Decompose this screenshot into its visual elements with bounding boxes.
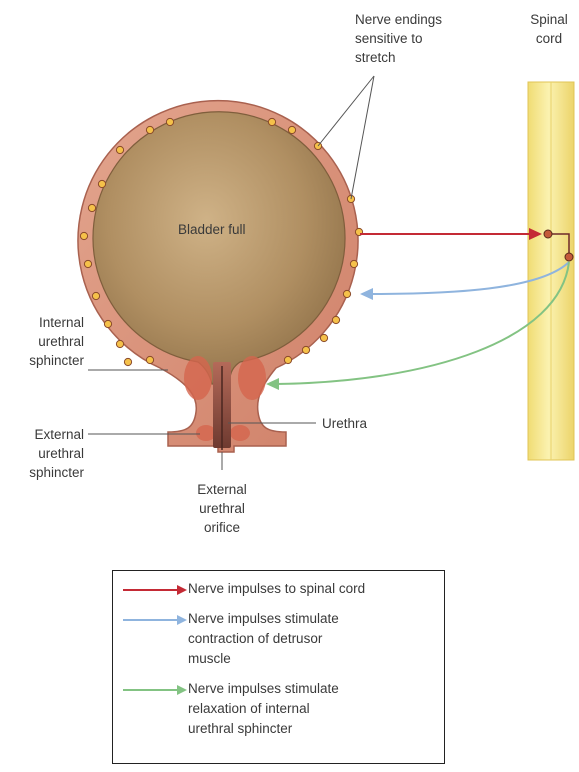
- bladder-label: Bladder full: [178, 220, 246, 239]
- nerve-ending-marker: [284, 356, 291, 363]
- nerve-ending-marker: [332, 316, 339, 323]
- nerve-ending-marker: [116, 340, 123, 347]
- legend-arrow-head: [177, 615, 187, 625]
- nerve-ending-marker: [343, 290, 350, 297]
- legend: Nerve impulses to spinal cord Nerve impu…: [112, 570, 445, 764]
- nerve-ending-marker: [124, 358, 131, 365]
- nerve-ending-marker: [146, 356, 153, 363]
- nerve-ending-marker: [288, 126, 295, 133]
- nerve-ending-marker: [302, 346, 309, 353]
- green-arrow-icon: [121, 683, 191, 697]
- legend-text: Nerve impulses stimulate contraction of …: [188, 609, 339, 669]
- nerve-ending-marker: [104, 320, 111, 327]
- blue-arrow-icon: [121, 613, 191, 627]
- external-orifice-label: External urethral orifice: [172, 480, 272, 537]
- nerve-ending-marker: [320, 334, 327, 341]
- nerve-ending-marker: [166, 118, 173, 125]
- legend-arrow-head: [177, 685, 187, 695]
- legend-text: Nerve impulses to spinal cord: [188, 579, 365, 599]
- nerve-endings-label: Nerve endings sensitive to stretch: [355, 10, 442, 67]
- nerve-ending-marker: [88, 204, 95, 211]
- nerve-ending-marker: [92, 292, 99, 299]
- legend-arrow-head: [177, 585, 187, 595]
- nerve-ending-marker: [268, 118, 275, 125]
- internal-sphincter-label: Internal urethral sphincter: [2, 313, 84, 370]
- spinal-cord-label: Spinal cord: [520, 10, 578, 48]
- nerve-ending-marker: [80, 232, 87, 239]
- external-sphincter-label: External urethral sphincter: [2, 425, 84, 482]
- red-arrow-icon: [121, 583, 191, 597]
- nerve-ending-marker: [350, 260, 357, 267]
- legend-text: Nerve impulses stimulate relaxation of i…: [188, 679, 339, 739]
- nerve-ending-marker: [84, 260, 91, 267]
- nerve-ending-marker: [116, 146, 123, 153]
- urethra-label: Urethra: [322, 414, 367, 433]
- nerve-ending-marker: [146, 126, 153, 133]
- urethra: [213, 362, 231, 450]
- afferent-nerve-arrow: [360, 228, 542, 240]
- nerve-ending-marker: [98, 180, 105, 187]
